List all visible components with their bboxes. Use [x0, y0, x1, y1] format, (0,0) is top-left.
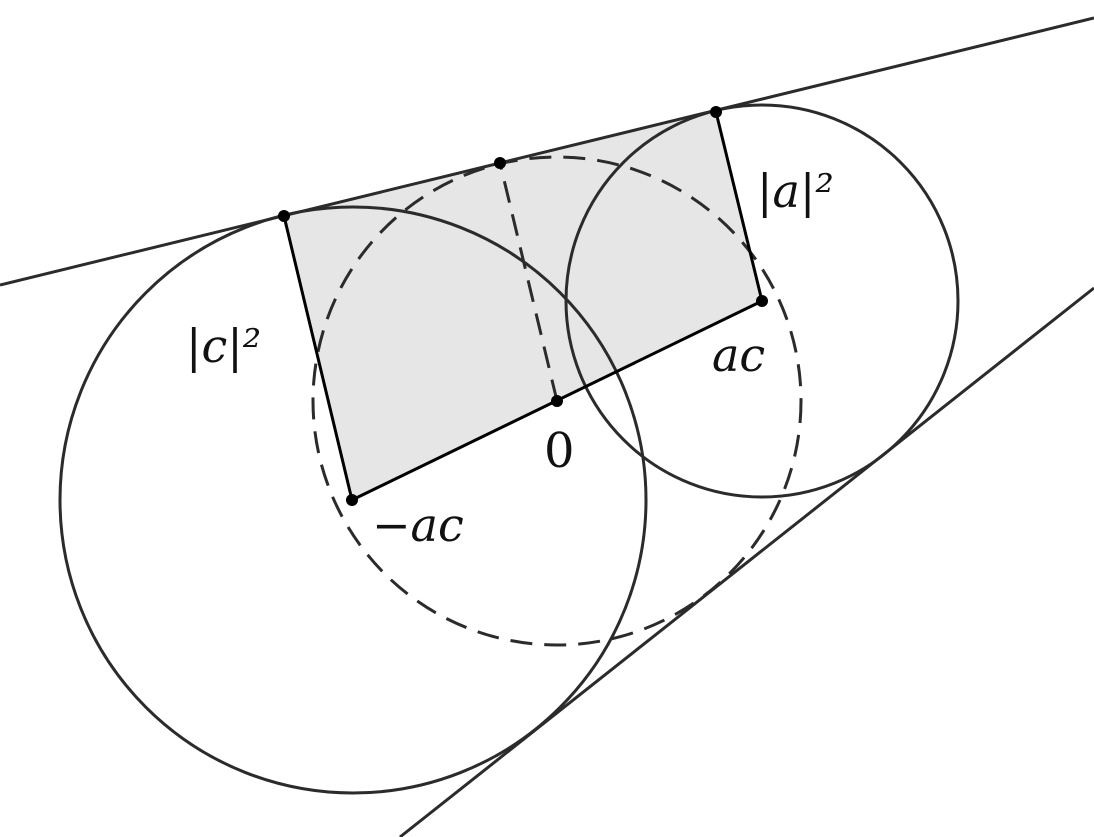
dashed-circle: [311, 155, 803, 647]
large-circle: [58, 205, 648, 795]
point-left-tangency: [278, 210, 290, 222]
upper-tangent-line: [0, 16, 1094, 287]
edge-c-squared: [282, 215, 354, 501]
lower-tangent-line: [399, 286, 1094, 837]
point-minus-ac: [346, 494, 358, 506]
edge-a-squared: [714, 111, 764, 302]
small-circle: [564, 103, 960, 499]
point-ac: [756, 295, 768, 307]
label-minus-ac: −ac: [372, 498, 464, 552]
label-ac: ac: [712, 328, 765, 382]
label-a-squared: |a|²: [757, 164, 834, 218]
point-zero: [551, 395, 563, 407]
label-zero: 0: [544, 423, 575, 479]
label-c-squared: |c|²: [186, 319, 261, 373]
point-top-middle: [494, 157, 506, 169]
dashed-radius-segment: [498, 162, 559, 402]
point-right-tangency: [710, 106, 722, 118]
shaded-region: [284, 112, 762, 500]
